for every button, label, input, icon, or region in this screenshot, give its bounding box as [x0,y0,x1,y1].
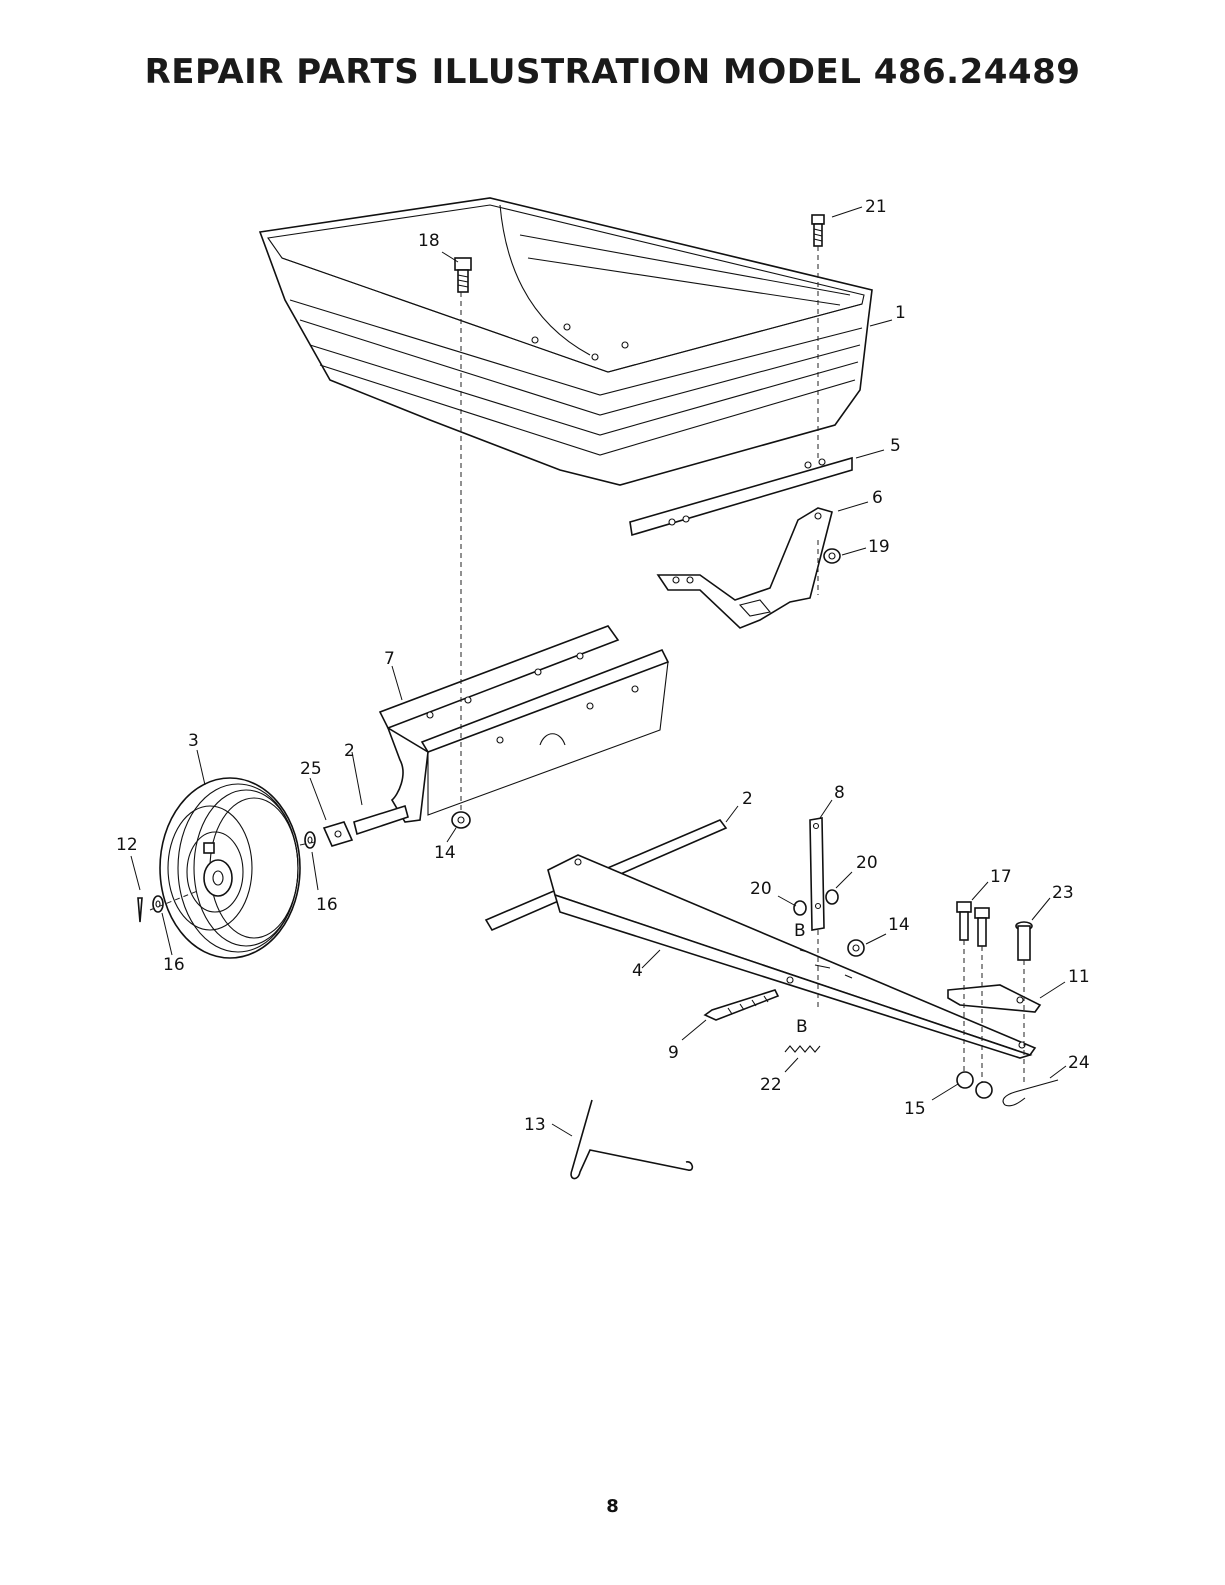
frame-tongue-4 [548,855,1035,1058]
nuts-15 [957,1072,992,1098]
callout-20-right: 20 [856,853,878,873]
callout-17: 17 [990,867,1012,887]
rod-13 [571,1100,692,1179]
nut-14-right [848,940,864,956]
callout-18: 18 [418,231,440,251]
wheel-3 [160,778,300,958]
callout-22: 22 [760,1075,782,1095]
nut-20-right [826,890,838,904]
callout-15: 15 [904,1099,926,1119]
callout-4: 4 [632,961,643,981]
callout-16-left: 16 [163,955,185,975]
callout-1: 1 [895,303,906,323]
callout-B-lower: B [796,1017,808,1037]
callout-21: 21 [865,197,887,217]
callout-20-left: 20 [750,879,772,899]
plate-25 [324,822,352,846]
callout-9: 9 [668,1043,679,1063]
callout-19: 19 [868,537,890,557]
callout-8: 8 [834,783,845,803]
hairpin-24 [1003,1080,1058,1106]
bracket-6 [658,508,832,628]
callout-2-right: 2 [742,789,753,809]
bolt-18 [455,258,471,292]
handle-8 [810,818,824,930]
nut-20-left [794,901,806,915]
nut-14-left [452,812,470,828]
channel-frame-7 [380,626,668,822]
bolt-9 [705,990,778,1020]
axle-2-left [354,806,408,834]
callout-11: 11 [1068,967,1090,987]
bolt-21 [812,215,824,246]
callout-13: 13 [524,1115,546,1135]
spring-22 [785,1046,820,1052]
callout-25: 25 [300,759,322,779]
washer-16-left [153,896,163,912]
hitch-plate-11 [948,985,1040,1012]
cart-tub [260,198,872,485]
callout-2-left: 2 [344,741,355,761]
cotter-pin-12 [138,898,142,922]
bolts-17 [957,902,989,946]
page-number: 8 [0,1496,1225,1517]
callout-24: 24 [1068,1053,1090,1073]
washer-16-right [305,832,315,848]
callout-B-upper: B [794,921,806,941]
callout-14-left: 14 [434,843,456,863]
callout-14-right: 14 [888,915,910,935]
callout-16-right: 16 [316,895,338,915]
callout-23: 23 [1052,883,1074,903]
callout-5: 5 [890,436,901,456]
nut-19 [824,549,840,563]
callout-7: 7 [384,649,395,669]
callout-3: 3 [188,731,199,751]
callout-12: 12 [116,835,138,855]
clevis-pin-23 [1016,922,1032,960]
callout-6: 6 [872,488,883,508]
